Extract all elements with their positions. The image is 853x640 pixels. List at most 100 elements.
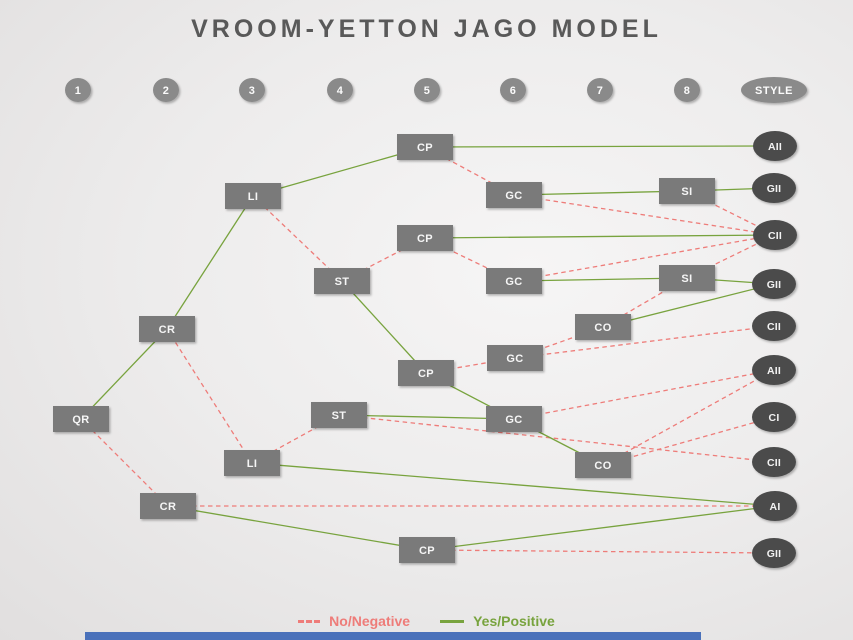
decision-node-ST1: ST	[314, 268, 370, 294]
node-box	[139, 316, 195, 342]
header-circle	[65, 78, 91, 102]
edge-CO1-GII2-yes	[602, 283, 775, 328]
column-header-2: 2	[153, 78, 179, 102]
style-oval-AII2: AII	[752, 355, 796, 385]
node-box	[397, 225, 453, 251]
header-label: 5	[424, 85, 431, 97]
footer-accent-bar	[85, 632, 701, 640]
node-label: ST	[332, 410, 347, 422]
oval-shape	[752, 447, 796, 477]
column-header-5: 5	[414, 78, 440, 102]
node-label: CR	[159, 324, 176, 336]
style-oval-CI1: CI	[752, 402, 796, 432]
legend: No/Negative Yes/Positive	[0, 613, 853, 629]
decision-node-CP3: CP	[398, 360, 454, 386]
header-circle	[327, 78, 353, 102]
decision-node-SI2: SI	[659, 265, 715, 291]
style-label: AI	[770, 501, 781, 513]
style-label: CII	[768, 230, 782, 242]
header-circle	[414, 78, 440, 102]
header-circle	[153, 78, 179, 102]
decision-node-CP2: CP	[397, 225, 453, 251]
node-box	[575, 452, 631, 478]
edge-GC1-CII1-no	[513, 194, 776, 236]
header-circle	[500, 78, 526, 102]
node-label: GC	[505, 414, 522, 426]
node-box	[224, 450, 280, 476]
header-label: 7	[597, 85, 604, 97]
edge-QR-CR1-yes	[80, 328, 168, 420]
style-oval-AI1: AI	[753, 491, 797, 521]
style-label: CII	[767, 457, 781, 469]
legend-item-yes: Yes/Positive	[440, 613, 555, 629]
oval-shape	[753, 131, 797, 161]
decision-node-GC3: GC	[487, 345, 543, 371]
edge-GC1-SI1-yes	[513, 190, 688, 196]
decision-node-LI2: LI	[224, 450, 280, 476]
node-box	[53, 406, 109, 432]
node-box	[486, 268, 542, 294]
decision-node-CR1: CR	[139, 316, 195, 342]
decision-node-CO1: CO	[575, 314, 631, 340]
header-circle	[239, 78, 265, 102]
column-header-3: 3	[239, 78, 265, 102]
oval-shape	[752, 269, 796, 299]
edge-CO2-AII2-no	[602, 369, 775, 466]
node-label: CP	[417, 142, 433, 154]
style-oval-CII3: CII	[752, 447, 796, 477]
edge-ST2-GC4-yes	[338, 414, 515, 420]
node-box	[397, 134, 453, 160]
oval-shape	[752, 173, 796, 203]
edge-ST2-CII3-no	[338, 414, 775, 463]
node-label: ST	[335, 276, 350, 288]
style-oval-GII1: GII	[752, 173, 796, 203]
style-label: AII	[768, 141, 782, 153]
header-label: 3	[249, 85, 256, 97]
decision-node-SI1: SI	[659, 178, 715, 204]
node-label: CP	[418, 368, 434, 380]
style-oval-GII3: GII	[752, 538, 796, 568]
legend-item-no: No/Negative	[298, 613, 410, 629]
decision-node-ST2: ST	[311, 402, 367, 428]
decision-node-CR2: CR	[140, 493, 196, 519]
legend-yes-label: Yes/Positive	[473, 613, 555, 629]
header-label: 1	[75, 85, 82, 97]
node-box	[399, 537, 455, 563]
column-header-6: 6	[500, 78, 526, 102]
oval-shape	[753, 220, 797, 250]
style-oval-CII1: CII	[753, 220, 797, 250]
column-header-1: 1	[65, 78, 91, 102]
decision-node-GC2: GC	[486, 268, 542, 294]
node-label: SI	[681, 186, 692, 198]
decision-node-GC1: GC	[486, 182, 542, 208]
edges-layer	[80, 145, 776, 554]
node-box	[575, 314, 631, 340]
oval-shape	[752, 402, 796, 432]
node-box	[486, 406, 542, 432]
edge-GC3-CII2-no	[514, 325, 775, 359]
edge-CO2-CI1-no	[602, 416, 775, 466]
header-label: 4	[337, 85, 344, 97]
node-label: CP	[419, 545, 435, 557]
style-label: CII	[767, 321, 781, 333]
decision-node-QR: QR	[53, 406, 109, 432]
header-circle	[741, 77, 807, 103]
node-label: CP	[417, 233, 433, 245]
edge-CP1-AII1-yes	[424, 145, 776, 148]
edge-CR2-CP4-yes	[167, 505, 428, 551]
node-label: CO	[594, 322, 611, 334]
header-label: 2	[163, 85, 170, 97]
edge-GC2-SI2-yes	[513, 277, 688, 282]
edge-CR1-LI1-yes	[166, 195, 254, 330]
style-label: CI	[769, 412, 780, 424]
column-header-8: 8	[674, 78, 700, 102]
oval-shape	[752, 355, 796, 385]
header-label: 6	[510, 85, 517, 97]
node-label: GC	[505, 276, 522, 288]
edge-CP4-GII3-no	[426, 549, 775, 554]
edge-LI2-AI1-yes	[251, 462, 776, 507]
